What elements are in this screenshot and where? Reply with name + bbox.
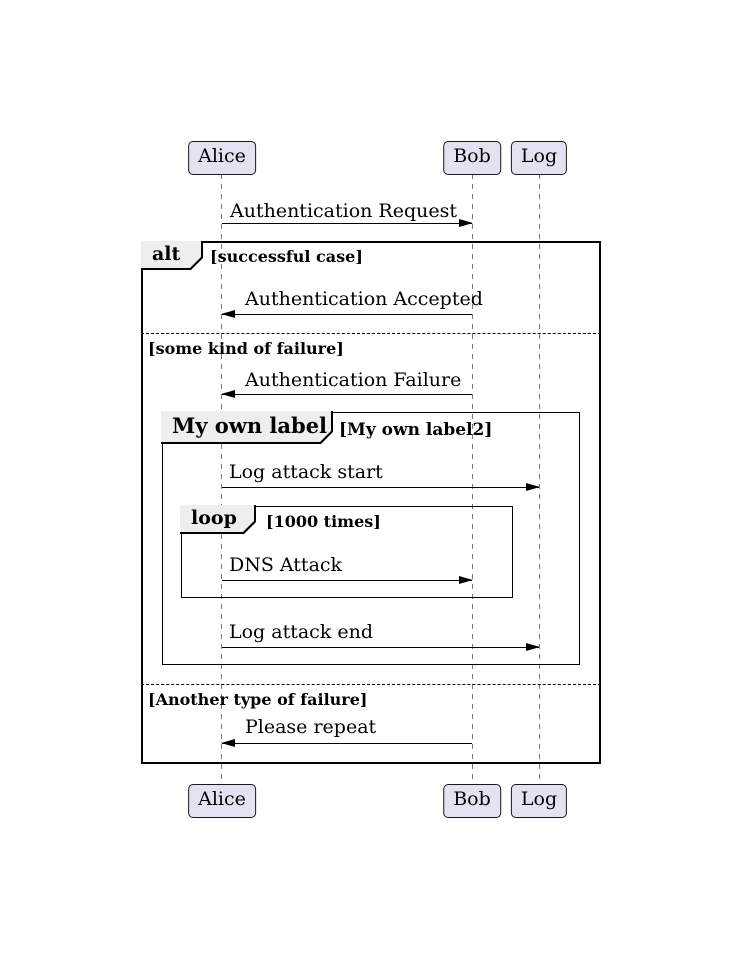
alt-divider-1-label: [some kind of failure] xyxy=(148,339,344,358)
lifeline-bob xyxy=(472,174,473,784)
actor-box-alice-top: Alice xyxy=(188,141,256,175)
message-line xyxy=(222,482,540,491)
message-please-repeat: Please repeat xyxy=(221,716,472,747)
actor-box-bob-bottom: Bob xyxy=(443,784,501,818)
arrowhead-left-icon xyxy=(221,738,235,747)
frame-loop-pentagon: loop xyxy=(180,505,256,534)
message-label: Authentication Accepted xyxy=(245,288,483,310)
actor-label: Bob xyxy=(453,788,491,810)
message-label: DNS Attack xyxy=(229,554,343,576)
message-log-attack-end: Log attack end xyxy=(222,621,540,651)
arrowhead-right-icon xyxy=(459,218,473,227)
frame-alt: alt [successful case] [some kind of fail… xyxy=(141,241,601,764)
arrowhead-left-icon xyxy=(221,389,235,398)
message-authentication-accepted: Authentication Accepted xyxy=(221,288,483,318)
message-line xyxy=(221,738,472,747)
lifeline-log xyxy=(539,174,540,784)
arrowhead-right-icon xyxy=(526,482,540,491)
frame-group-pentagon: My own label xyxy=(161,411,333,444)
message-line xyxy=(221,309,472,318)
arrowhead-right-icon xyxy=(526,642,540,651)
frame-alt-keyword: alt xyxy=(152,242,181,265)
actor-box-alice-bottom: Alice xyxy=(188,784,256,818)
frame-alt-pentagon: alt xyxy=(141,241,203,270)
actor-label: Bob xyxy=(453,145,491,167)
actor-box-log-top: Log xyxy=(510,141,568,175)
message-line xyxy=(222,642,540,651)
alt-divider-1 xyxy=(141,333,601,334)
alt-divider-2 xyxy=(141,684,601,685)
message-label: Log attack start xyxy=(229,461,383,483)
actor-box-bob-top: Bob xyxy=(443,141,501,175)
message-authentication-request: Authentication Request xyxy=(222,200,473,227)
message-log-attack-start: Log attack start xyxy=(222,461,540,491)
actor-label: Log xyxy=(520,145,558,167)
arrowhead-right-icon xyxy=(459,575,473,584)
message-label: Log attack end xyxy=(229,621,374,643)
frame-group: My own label [My own label2] xyxy=(162,412,580,665)
frame-group-condition: [My own label2] xyxy=(339,420,493,440)
message-line xyxy=(222,575,473,584)
actor-label: Alice xyxy=(198,788,246,810)
lifeline-alice xyxy=(221,174,222,784)
frame-loop: loop [1000 times] xyxy=(181,506,513,598)
message-label: Authentication Request xyxy=(230,200,457,222)
actor-label: Alice xyxy=(198,145,246,167)
message-authentication-failure: Authentication Failure xyxy=(221,369,472,398)
message-label: Authentication Failure xyxy=(245,369,462,391)
frame-group-keyword: My own label xyxy=(172,413,328,438)
message-line xyxy=(222,218,473,227)
frame-alt-condition-1: [successful case] xyxy=(210,247,363,266)
alt-divider-2-label: [Another type of failure] xyxy=(148,690,368,709)
arrowhead-left-icon xyxy=(221,309,235,318)
frame-loop-condition: [1000 times] xyxy=(266,512,381,531)
actor-box-log-bottom: Log xyxy=(510,784,568,818)
actor-label: Log xyxy=(520,788,558,810)
frame-loop-keyword: loop xyxy=(191,506,237,529)
message-dns-attack: DNS Attack xyxy=(222,554,473,584)
message-label: Please repeat xyxy=(245,716,377,738)
message-line xyxy=(221,389,472,398)
